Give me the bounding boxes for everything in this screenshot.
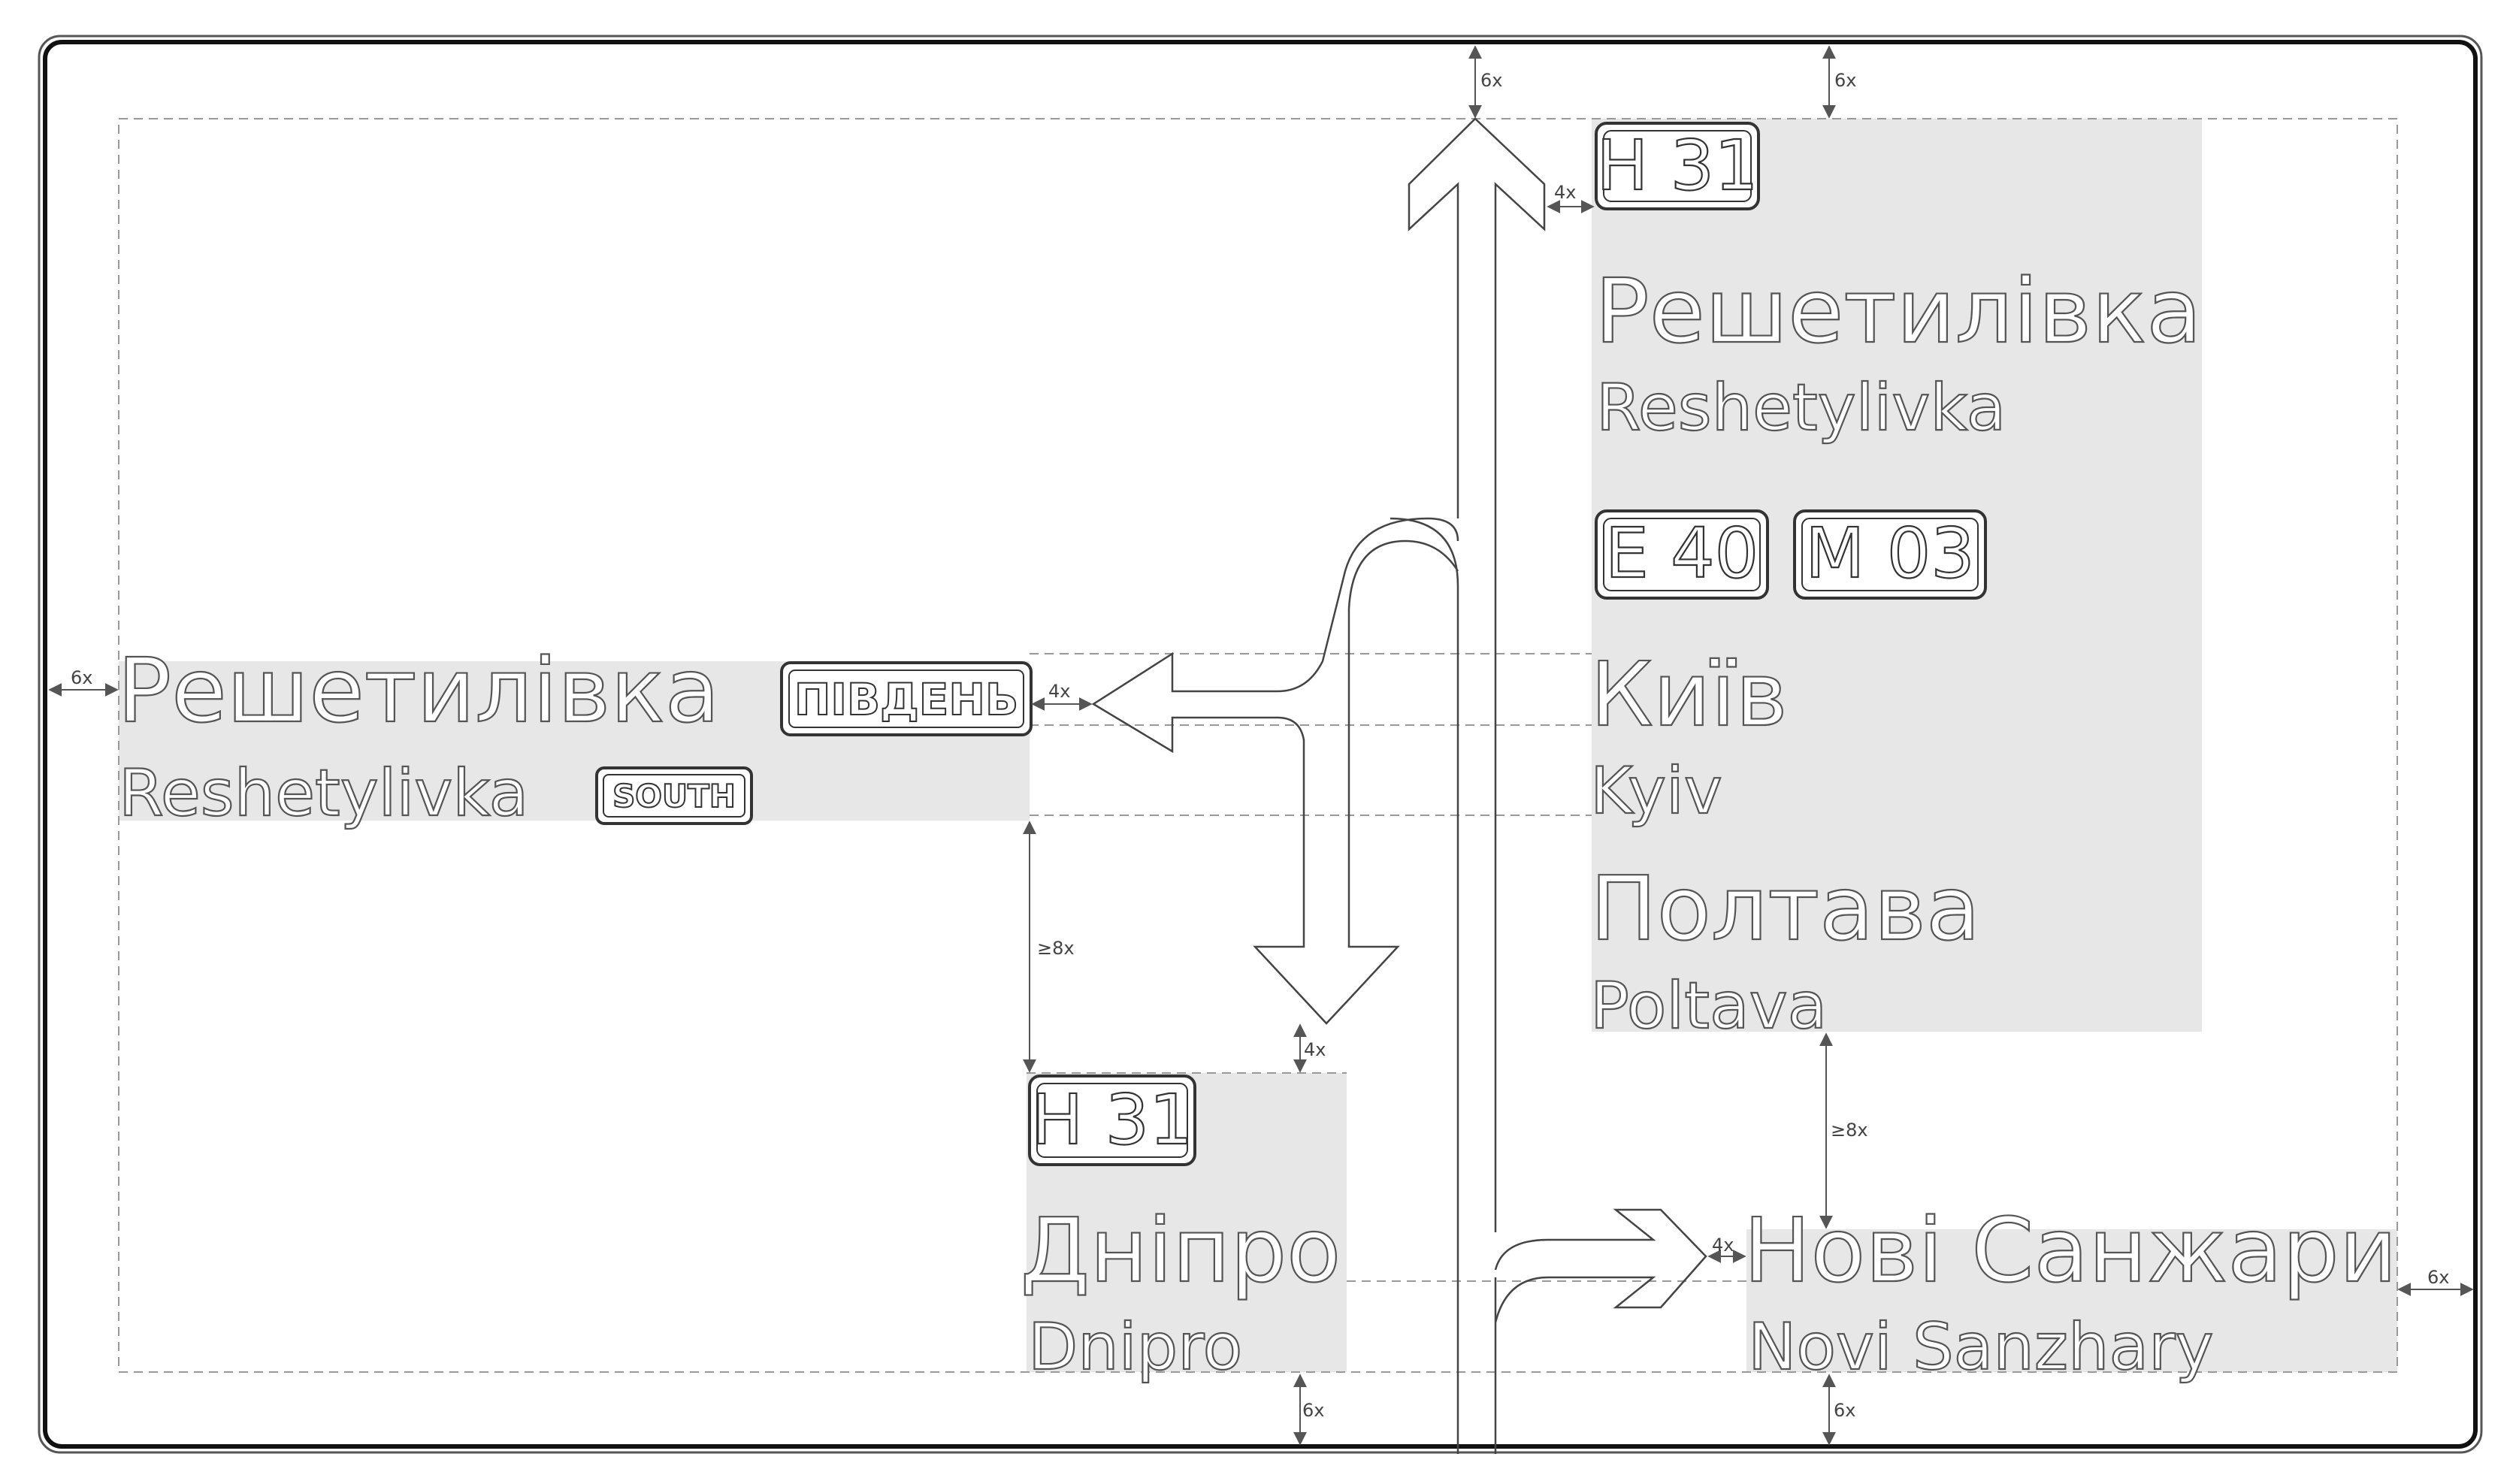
svg-text:SOUTH: SOUTH [612,778,736,815]
inner-margin-guide [118,118,2398,1373]
dim-label-badge-gap: 4x [1554,182,1576,203]
destination-poltava-ua: Полтава [1590,857,1980,960]
sign-inner-border [43,40,2478,1449]
route-badge-bottom: Н 31 [1028,1074,1196,1166]
route-badge-e: E 40 [1595,509,1769,600]
destination-reshetylivka-ua: Решетилівка [1595,259,2202,363]
dim-label-right-margin: 6x [2427,1267,2449,1288]
right-branch-arrow [1494,1208,1707,1323]
sign-outer-border [38,35,2483,1454]
svg-text:Н 31: Н 31 [1596,125,1758,206]
dim-label-top-arrow: 6x [1480,70,1502,91]
dim-label-top-right: 6x [1834,70,1856,91]
dim-label-right-vertical: ≥8x [1831,1120,1868,1141]
destination-left-en: Reshetylivka [119,756,528,831]
destination-novi-sanzhary-en: Novi Sanzhary [1748,1310,2213,1385]
destination-dnipro-en: Dnipro [1028,1310,1242,1385]
direction-badge-south-ua: ПІВДЕНЬ [780,661,1033,736]
dim-label-right-arrow: 4x [1712,1235,1734,1256]
destination-reshetylivka-en: Reshetylivka [1596,370,2006,446]
destination-kyiv-ua: Київ [1590,642,1788,746]
route-badge-top-right: Н 31 [1595,122,1760,210]
zone-novi-sanzhary [1746,1229,2397,1372]
destination-dnipro-ua: Дніпро [1021,1198,1341,1302]
route-badge-m: М 03 [1793,509,1987,600]
destination-kyiv-en: Kyiv [1590,754,1722,829]
destination-left-ua: Решетилівка [117,639,720,742]
svg-text:ПІВДЕНЬ: ПІВДЕНЬ [794,674,1018,725]
dim-label-left-arrow: 4x [1048,681,1070,702]
svg-text:E 40: E 40 [1605,513,1758,594]
dim-label-bottom-right: 6x [1834,1400,1855,1421]
destination-poltava-en: Poltava [1590,969,1827,1044]
svg-text:М 03: М 03 [1805,513,1975,594]
svg-text:Н 31: Н 31 [1031,1080,1193,1160]
dim-label-down-arrow: 4x [1304,1039,1326,1060]
destination-novi-sanzhary-ua: Нові Санжари [1743,1198,2397,1302]
straight-ahead-arrow [1390,117,1546,1454]
dim-label-left-vertical: ≥8x [1037,938,1075,959]
left-branch-arrow [1091,517,1459,1025]
direction-badge-south-en: SOUTH [595,766,753,825]
dim-label-bottom-left: 6x [1302,1400,1324,1421]
dim-label-left-margin: 6x [71,667,92,688]
